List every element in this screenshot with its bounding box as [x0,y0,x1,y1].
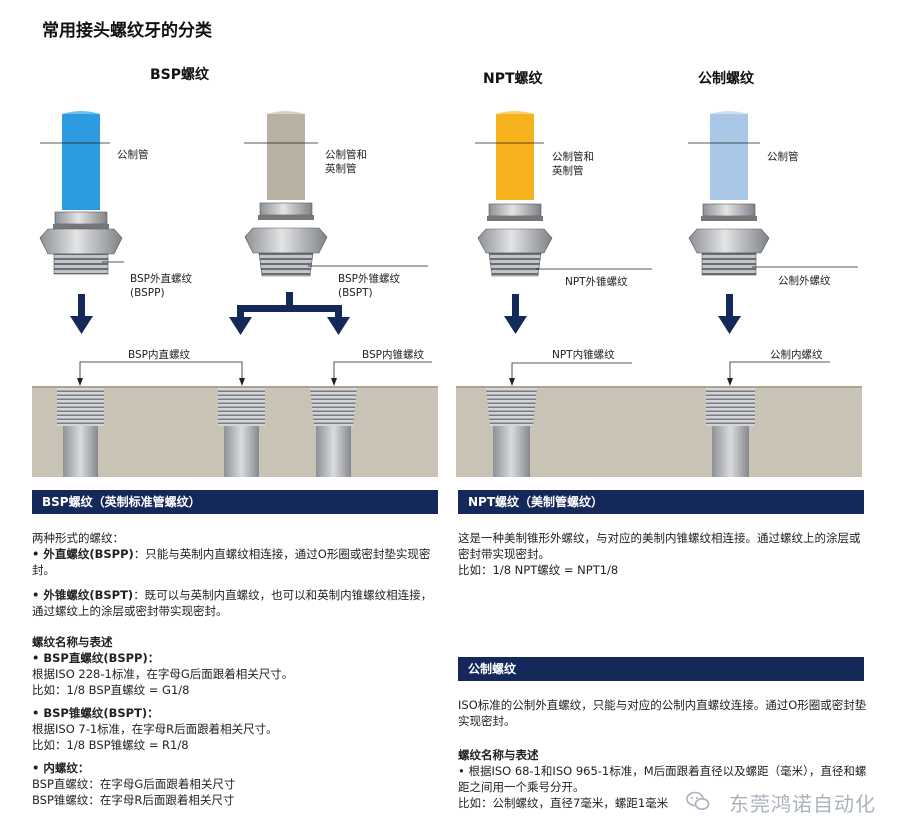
bspp-fitting [39,111,123,275]
npt-example: 比如：1/8 NPT螺纹 = NPT1/8 [458,563,619,577]
bspt-desc: ：既可以与英制内直螺纹，也可以和英制内锥螺纹相连接，通过螺纹上的涂层或密封带实现… [32,588,433,618]
npt-fitting [477,111,553,277]
bsp-group-title: BSP螺纹 [150,67,210,83]
npt-desc: 这是一种美制锥形外螺纹，与对应的美制内锥螺纹相连接。通过螺纹上的涂层或密封带实现… [458,531,861,561]
metric-group-title: 公制螺纹 [698,71,754,87]
metric-section-body: ISO标准的公制外直螺纹，只能与对应的公制内直螺纹连接。通过O形圈或密封垫实现密… [458,697,868,811]
metric-port [706,388,755,477]
metric-fitting [688,111,770,276]
label-bsp-female-straight: BSP内直螺纹 [128,348,191,361]
bsp-n2-line2: 比如：1/8 BSP锥螺纹 = R1/8 [32,738,189,752]
bsp-n3-line1: BSP直螺纹：在字母G后面跟着相关尺寸 [32,777,236,791]
npt-section-header: NPT螺纹（美制管螺纹） [458,490,864,514]
label-pipe-metric-2: 公制管 [767,150,799,163]
bsp-section-body: 两种形式的螺纹： • 外直螺纹(BSPP)：只能与英制内直螺纹相连接，通过O形圈… [32,530,442,808]
bspt-term: • 外锥螺纹(BSPT) [32,588,134,602]
thread-diagram: 公制管 公制管和 英制管 公制管和 英制管 公制管 BSP外直螺纹 (BSPP)… [32,111,862,477]
label-npt-male: NPT外锥螺纹 [565,275,628,288]
bsp-intro: 两种形式的螺纹： [32,531,124,545]
bsp-n2-line1: 根据ISO 7-1标准，在字母R后面跟着相关尺寸。 [32,722,278,736]
bspp-desc: ：只能与英制内直螺纹相连接，通过O形圈或密封垫实现密封。 [32,547,431,577]
label-npt-female: NPT内锥螺纹 [552,348,615,361]
label-bsp-female-taper: BSP内锥螺纹 [362,348,425,361]
label-bspt-1: BSP外锥螺纹 [338,272,401,285]
label-pipe-both-2b: 英制管 [552,164,584,177]
label-bspp-2: (BSPP) [130,287,165,299]
label-pipe-both-1b: 英制管 [325,162,357,175]
label-metric-female: 公制内螺纹 [770,348,823,361]
bsp-n3-line2: BSP锥螺纹：在字母R后面跟着相关尺寸 [32,793,235,807]
bspt-fitting [244,111,328,277]
bsp-section-header: BSP螺纹（英制标准管螺纹） [32,490,438,514]
bsp-n1-line2: 比如：1/8 BSP直螺纹 = G1/8 [32,683,190,697]
metric-naming-heading: 螺纹名称与表述 [458,748,539,762]
page-title: 常用接头螺纹牙的分类 [42,21,212,41]
wechat-icon [686,791,710,810]
bsp-taper-port [310,388,357,477]
bsp-n3-heading: • 内螺纹： [32,761,90,775]
label-metric-male: 公制外螺纹 [778,274,831,287]
watermark: 东莞鸿诺自动化 [729,792,876,816]
bsp-n2-heading: • BSP锥螺纹(BSPT)： [32,706,159,720]
label-pipe-metric-1: 公制管 [117,148,149,161]
leader-lines [40,142,858,384]
npt-taper-port [486,388,537,477]
npt-section-body: 这是一种美制锥形外螺纹，与对应的美制内锥螺纹相连接。通过螺纹上的涂层或密封带实现… [458,530,868,578]
bsp-n1-heading: • BSP直螺纹(BSPP)： [32,651,160,665]
bsp-straight-port [57,388,104,477]
metric-example: 比如：公制螺纹，直径7毫米，螺距1毫米 [458,796,669,810]
label-pipe-both-2a: 公制管和 [552,150,594,163]
bsp-straight-port-2 [218,388,265,477]
bsp-n1-line1: 根据ISO 228-1标准，在字母G后面跟着相关尺寸。 [32,667,294,681]
label-bspt-2: (BSPT) [338,287,373,299]
label-pipe-both-1a: 公制管和 [325,148,367,161]
label-bspp-1: BSP外直螺纹 [130,272,193,285]
bsp-naming-heading: 螺纹名称与表述 [32,635,113,649]
leader-arrowheads [77,378,733,386]
flow-arrows [70,292,741,335]
bspp-term: • 外直螺纹(BSPP) [32,547,134,561]
npt-group-title: NPT螺纹 [483,71,543,87]
metric-standard: • 根据ISO 68-1和ISO 965-1标准，M后面跟着直径以及螺距（毫米）… [458,764,867,794]
metric-section-header: 公制螺纹 [458,657,864,681]
metric-desc: ISO标准的公制外直螺纹，只能与对应的公制内直螺纹连接。通过O形圈或密封垫实现密… [458,698,867,728]
